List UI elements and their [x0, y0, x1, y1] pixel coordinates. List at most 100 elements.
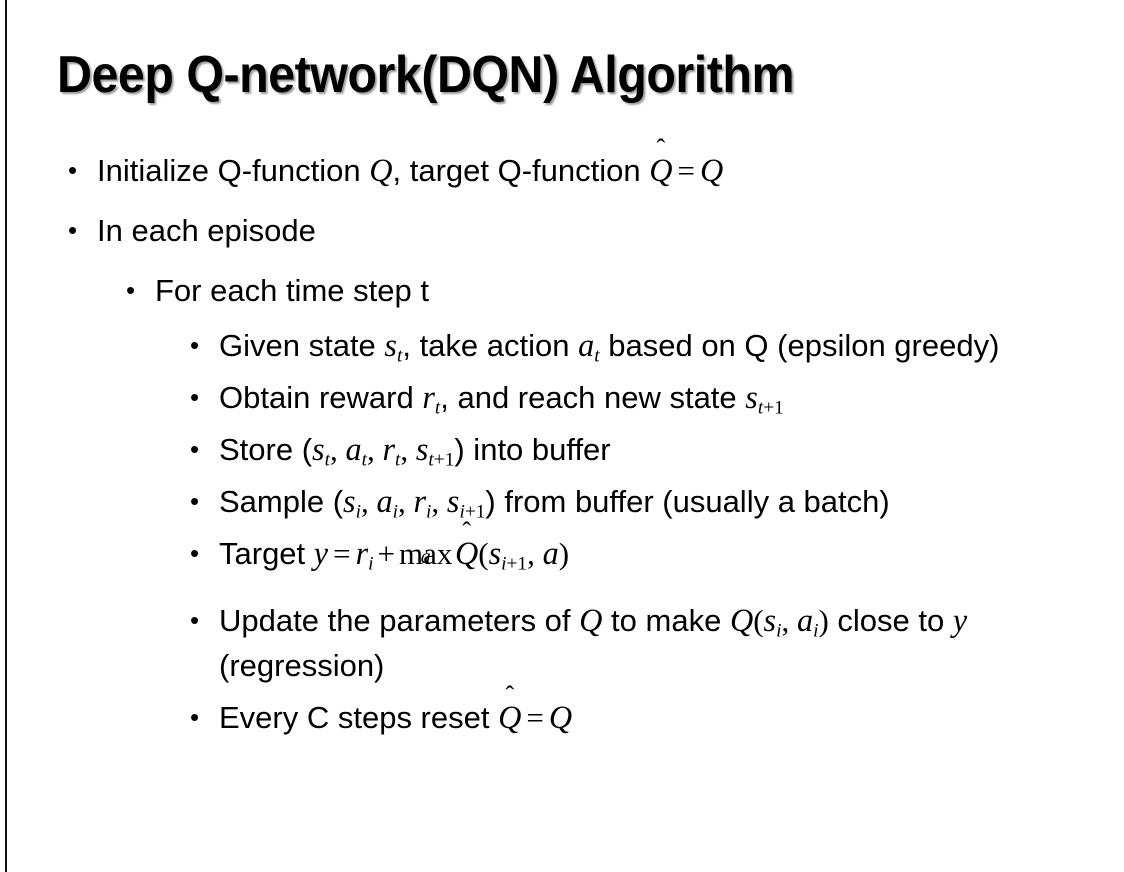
math-subscript: t [434, 397, 441, 419]
bullet-text: Every C steps reset ̂Q=Q [219, 695, 1099, 740]
subscript-number: 1 [444, 449, 455, 471]
bullet-every-c-steps-reset: • Every C steps reset ̂Q=Q [0, 695, 1124, 740]
paren-open: ( [753, 603, 764, 638]
math-operator-plus: + [377, 536, 395, 571]
text-run: , take action [402, 328, 579, 363]
text-run: , target Q-function [392, 153, 650, 188]
bullet-text: Sample (si, ai, ri, si+1) from buffer (u… [219, 479, 1099, 524]
bullet-list: • Initialize Q-function Q, target Q-func… [0, 148, 1124, 747]
math-subscript: t [396, 345, 403, 367]
bullet-text: Initialize Q-function Q, target Q-functi… [97, 148, 1124, 193]
math-operator-equals: = [677, 153, 696, 188]
bullet-marker: • [190, 702, 200, 732]
math-subscript: i [392, 501, 398, 523]
subscript-plus: + [464, 501, 476, 523]
math-symbol-s-next: si+1 [488, 535, 528, 574]
math-symbol-s: si [343, 483, 361, 522]
math-subscript: t+1 [758, 397, 784, 418]
text-run: (regression) [219, 648, 385, 683]
subscript-number: 1 [517, 553, 528, 575]
math-symbol-base: s [763, 602, 777, 638]
subscript-var: t [428, 449, 434, 471]
math-symbol-q: Q [579, 602, 603, 638]
text-run: , [329, 432, 346, 467]
math-symbol-s-next: st+1 [415, 431, 455, 470]
math-symbol-base: a [578, 327, 595, 363]
bullet-text: In each episode [97, 213, 316, 248]
bullet-marker: • [190, 434, 200, 464]
math-symbol-q-hat: ̂Q [498, 695, 521, 740]
math-symbol-q-hat: ̂Q [455, 531, 478, 576]
math-symbol-r: ri [355, 535, 374, 575]
text-run: ) into buffer [454, 432, 611, 467]
math-subscript: t+1 [428, 449, 454, 470]
max-underscript: a [420, 546, 431, 569]
math-subscript: i+1 [501, 553, 527, 574]
bullet-marker: • [190, 605, 200, 635]
subscript-var: i [459, 501, 465, 523]
bullet-text: Update the parameters of Q to make Q(si,… [219, 598, 1099, 688]
math-symbol-a: ai [796, 602, 819, 641]
bullet-marker: • [190, 538, 200, 568]
slide-left-border-rule [5, 0, 7, 872]
math-symbol-base: r [422, 379, 435, 415]
bullet-update-parameters: • Update the parameters of Q to make Q(s… [0, 598, 1124, 688]
text-run: ) from buffer (usually a batch) [485, 484, 890, 519]
math-subscript: t [594, 345, 600, 367]
math-symbol-base: r [382, 431, 395, 467]
text-run: Obtain reward [219, 380, 423, 415]
math-symbol-base: s [343, 483, 356, 519]
bullet-for-each-time-step: • For each time step t [0, 268, 1124, 313]
bullet-obtain-reward: • Obtain reward rt, and reach new state … [0, 375, 1124, 420]
math-symbol-s-next: si+1 [447, 483, 486, 523]
math-symbol-base: r [355, 535, 369, 571]
text-run: close to [828, 603, 953, 638]
math-symbol-a: at [345, 431, 367, 471]
subscript-var: t [757, 397, 764, 419]
text-run: Every C steps reset [219, 700, 499, 735]
math-subscript: t [324, 449, 330, 471]
math-symbol-base: s [415, 431, 429, 467]
subscript-var: i [501, 553, 507, 575]
math-symbol-base: r [413, 483, 427, 519]
bullet-text: Obtain reward rt, and reach new state st… [219, 375, 1099, 420]
math-symbol-q: Q [729, 602, 754, 638]
bullet-marker: • [190, 330, 200, 360]
math-symbol-base: a [376, 483, 393, 519]
math-symbol-base: a [796, 602, 814, 638]
math-operator-equals: = [333, 536, 351, 571]
text-run: based on Q (epsilon greedy) [599, 328, 1000, 363]
subscript-number: 1 [475, 501, 486, 523]
text-run: Target [219, 536, 314, 571]
math-subscript: i [426, 501, 432, 523]
text-run: Store ( [219, 432, 313, 467]
text-run: , [366, 432, 383, 467]
math-symbol-a: at [578, 327, 600, 367]
text-run: , and reach new state [440, 380, 746, 415]
math-symbol-base: a [345, 431, 362, 467]
bullet-initialize-q-function: • Initialize Q-function Q, target Q-func… [0, 148, 1124, 193]
bullet-sample-from-buffer: • Sample (si, ai, ri, si+1) from buffer … [0, 479, 1124, 524]
math-symbol-r: ri [413, 483, 432, 523]
bullet-marker: • [68, 155, 78, 185]
math-subscript: t [361, 449, 367, 471]
text-run: Sample ( [219, 484, 344, 519]
math-symbol-base: s [312, 431, 325, 467]
math-symbol-base: Q [454, 535, 479, 571]
text-run: Given state [219, 328, 385, 363]
math-symbol-base: s [488, 535, 502, 571]
text-run: , [431, 484, 447, 519]
bullet-marker: • [190, 486, 200, 516]
bullet-text: Given state st, take action at based on … [219, 323, 1099, 368]
math-symbol-s: si [763, 602, 782, 641]
bullet-store-into-buffer: • Store (st, at, rt, st+1) into buffer [0, 427, 1124, 472]
math-subscript: i [368, 553, 374, 575]
math-symbol-base: s [745, 379, 758, 415]
math-symbol-s: st [384, 327, 403, 367]
text-run: , [781, 603, 797, 638]
bullet-given-state-take-action: • Given state st, take action at based o… [0, 323, 1124, 368]
